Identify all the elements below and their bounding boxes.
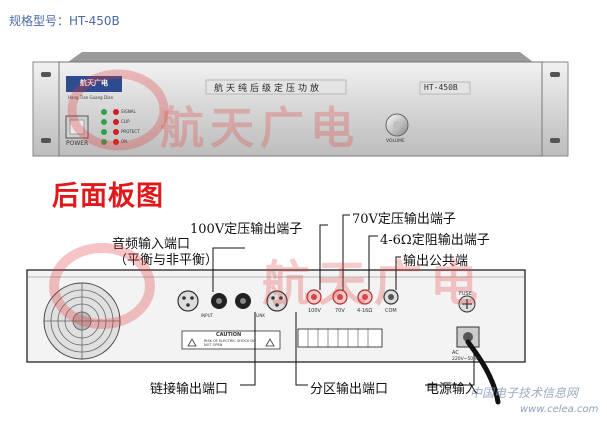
callout-audio-in-sub: （平衡与非平衡） (114, 253, 219, 268)
terminal-label-4-16: 4-16Ω (357, 308, 373, 314)
front-panel (32, 52, 569, 157)
ac-label: AC (452, 350, 459, 356)
callout-zone-out: 分区输出端口 (310, 382, 389, 397)
front-logo: 航天广电 (80, 79, 108, 87)
indicator-label-2: CLIP (121, 119, 130, 124)
fuse-label: FUSE (459, 291, 472, 297)
input-label: INPUT (201, 313, 213, 318)
indicator-label-4: ON (121, 139, 128, 144)
watermark-rear: 航天广电 (262, 256, 487, 312)
model-label: 规格型号：HT-450B (9, 14, 120, 28)
product-name: 航天纯后级定压功放 (214, 84, 323, 94)
callout-power-in: 电源输入 (426, 382, 479, 397)
indicator-label-3: PROTECT (121, 129, 140, 134)
rear-panel-title: 后面板图 (52, 181, 164, 212)
site-url: www.celea.com (520, 404, 599, 415)
caution-title: CAUTION (216, 332, 242, 338)
volume-label: VOLUME (386, 139, 405, 144)
callout-lines (212, 214, 475, 386)
terminal-label-70v: 70V (335, 308, 345, 314)
power-label: POWER (66, 140, 89, 147)
caution-text: RISK OF ELECTRIC SHOCK DO NOT OPEN (204, 339, 256, 347)
callout-audio-in: 音频输入端口 (112, 237, 191, 252)
callout-com: 输出公共端 (403, 254, 469, 269)
front-logo-sub: Hang Tian Guang Dian (68, 95, 114, 100)
callout-link-out: 链接输出端口 (150, 382, 229, 397)
callout-4-6: 4-6Ω定阻输出端子 (380, 233, 490, 248)
callout-100v: 100V定压输出端子 (190, 222, 303, 237)
terminal-label-com: COM (385, 308, 397, 314)
ac-spec: 220V~50Hz (452, 357, 479, 362)
terminal-label-100v: 100V (308, 308, 321, 314)
front-model: HT-450B (424, 83, 458, 92)
rear-panel (26, 269, 526, 405)
indicator-label-1: SIGNAL (121, 109, 136, 114)
callout-70v: 70V定压输出端子 (352, 212, 456, 227)
watermark-front: 航天广电 (160, 103, 360, 154)
link-label: LINK (256, 313, 266, 318)
site-cn: 中国电子技术信息网 (470, 386, 579, 400)
